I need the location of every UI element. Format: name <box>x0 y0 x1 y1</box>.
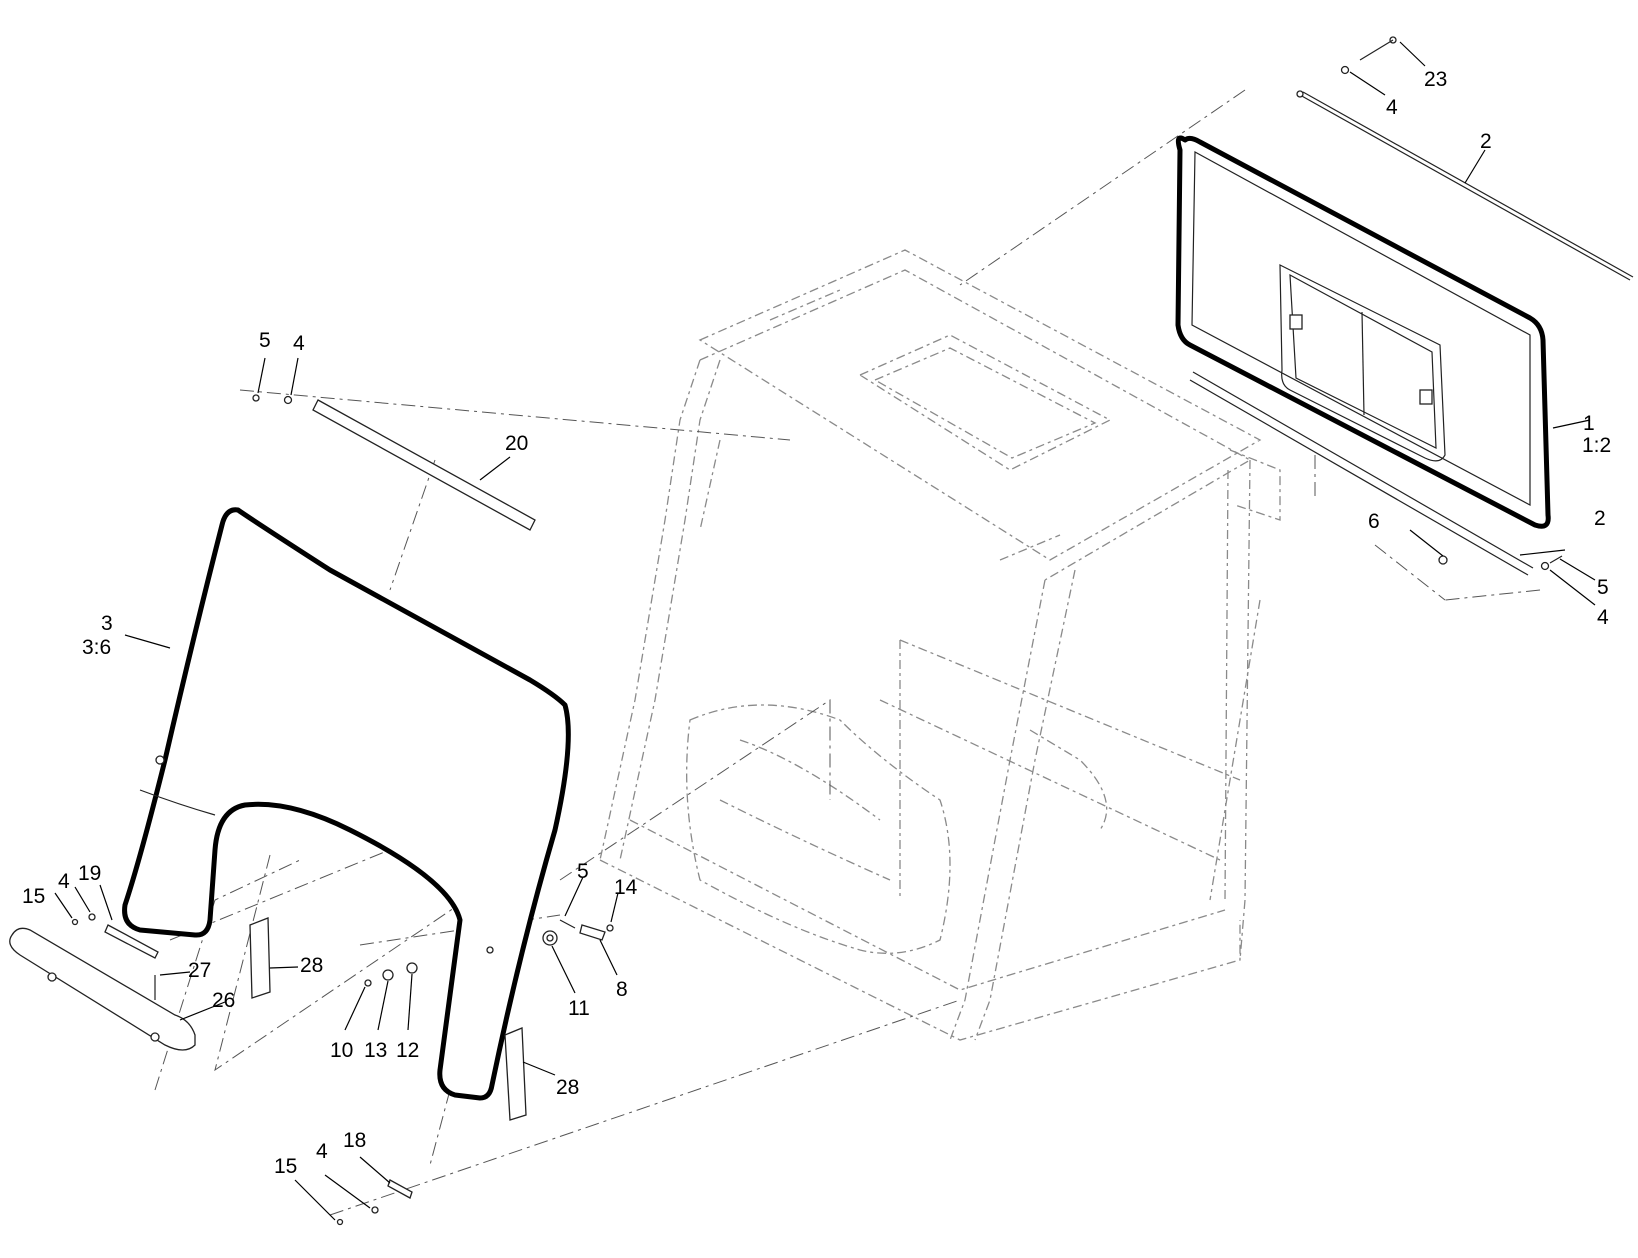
callout-4-upper-left: 4 <box>293 332 305 355</box>
callout-8: 8 <box>616 978 628 1001</box>
callout-4-bottom: 4 <box>316 1140 328 1163</box>
cab-frame <box>599 249 1281 1041</box>
callout-10: 10 <box>330 1039 353 1062</box>
rear-window-panel <box>1175 135 1551 529</box>
callout-5-mid: 5 <box>577 860 589 883</box>
callout-4-top: 4 <box>1386 96 1398 119</box>
callout-labels: 23 4 2 1 1:2 2 6 5 4 5 4 20 3 3:6 15 4 1… <box>22 68 1611 1178</box>
crossbar-20 <box>252 394 536 531</box>
callout-4-left: 4 <box>58 870 70 893</box>
callout-5-upper-left: 5 <box>259 329 271 352</box>
callout-23: 23 <box>1424 68 1447 91</box>
callout-15-bottom: 15 <box>274 1155 297 1178</box>
callout-3-qty: 3:6 <box>82 636 111 659</box>
part-4-washer-right-icon <box>1540 561 1550 571</box>
callout-20: 20 <box>505 432 528 455</box>
callout-4-right: 4 <box>1597 606 1609 629</box>
latch-right-icon <box>1419 389 1433 405</box>
callout-13: 13 <box>364 1039 387 1062</box>
callout-26: 26 <box>212 989 235 1012</box>
leader-lines <box>54 41 1596 1221</box>
part-6-nut-icon <box>1438 555 1448 565</box>
lower-hardware <box>9 913 614 1226</box>
callout-12: 12 <box>396 1039 419 1062</box>
callout-19: 19 <box>78 862 101 885</box>
callout-2-mid: 2 <box>1594 507 1606 530</box>
callout-27: 27 <box>188 959 211 982</box>
callout-18: 18 <box>343 1129 366 1152</box>
callout-28-left: 28 <box>300 954 323 977</box>
callout-1: 1 <box>1583 412 1595 435</box>
latch-left-icon <box>1289 314 1303 330</box>
callout-6: 6 <box>1368 510 1380 533</box>
callout-15-left: 15 <box>22 885 45 908</box>
callout-14: 14 <box>614 876 638 899</box>
callout-3: 3 <box>101 612 113 635</box>
part-2-rail-end-icon <box>1296 90 1304 98</box>
part-4-washer-top-icon <box>1340 65 1350 75</box>
rail-parts <box>1189 36 1634 576</box>
callout-5-right: 5 <box>1597 576 1609 599</box>
callout-28-bottom: 28 <box>556 1076 579 1099</box>
callout-11: 11 <box>568 997 590 1020</box>
callout-2-top: 2 <box>1480 130 1492 153</box>
callout-1-qty: 1:2 <box>1582 434 1611 457</box>
windshield-panel <box>122 507 571 1101</box>
